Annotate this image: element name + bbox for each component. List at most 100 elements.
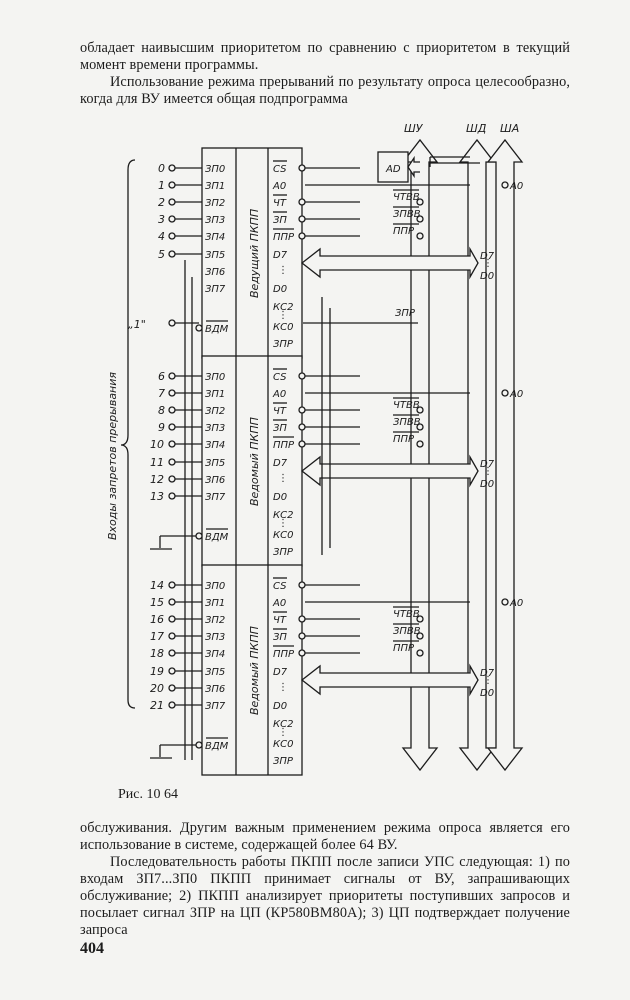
bus-label-address: ША [500, 122, 519, 135]
paragraph-bottom: обслуживания. Другим важным применением … [80, 820, 570, 939]
pin-bubble [416, 423, 424, 431]
dots: ⋮ [483, 675, 493, 686]
left-pin-ЗП6: ЗП6 [205, 684, 225, 695]
input-number: 14 [150, 579, 164, 592]
right-pin-ЗП: ЗП [273, 423, 287, 434]
chip-title: Ведомый ПКПП [248, 626, 261, 715]
input-terminal [168, 667, 176, 675]
right-pin-A0: A0 [272, 181, 286, 192]
pin-bubble [298, 581, 306, 589]
left-pin-ЗП4: ЗП4 [205, 232, 225, 243]
right-pin-ЗПР: ЗПР [273, 756, 294, 767]
text-line: обслуживания. Другим важным применением … [80, 820, 570, 853]
bus-signal-label: ЧТВВ [393, 400, 420, 411]
junction [501, 598, 509, 606]
left-pin-ЗП6: ЗП6 [205, 475, 225, 486]
bus-signal-label: ЧТВВ [393, 192, 420, 203]
right-pin-КС0: КС0 [273, 530, 293, 541]
bus-d7: D7 [480, 668, 495, 679]
input-terminal [168, 372, 176, 380]
input-terminal [168, 198, 176, 206]
right-pin-ЗП: ЗП [273, 215, 287, 226]
input-terminal [168, 389, 176, 397]
pin-bubble [416, 649, 424, 657]
right-pin-CS: CS [273, 164, 287, 175]
right-pin-КС2: КС2 [273, 510, 293, 521]
chip-2 [201, 564, 303, 776]
dots: ⋮ [483, 466, 493, 477]
left-pin-ЗП6: ЗП6 [205, 267, 225, 278]
bus-signal-label: ЗПВВ [393, 417, 421, 428]
bus-data [458, 138, 496, 772]
pin-bubble [298, 615, 306, 623]
data-bus-arrow [300, 246, 479, 280]
input-number: 20 [150, 682, 164, 695]
input-number: 7 [158, 387, 165, 400]
input-number: 17 [150, 630, 164, 643]
input-number: 19 [150, 665, 164, 678]
pin-bubble [298, 198, 306, 206]
side-label: Входы запретов прерывания [106, 372, 119, 540]
pin-bubble [298, 232, 306, 240]
address-decoder-label: AD [385, 164, 401, 175]
right-pin-A0: A0 [272, 598, 286, 609]
right-pin-D7: D7 [273, 667, 288, 678]
pin-bubble [416, 615, 424, 623]
right-pin-ППР: ППР [273, 440, 295, 451]
left-pin-ЗП1: ЗП1 [205, 389, 225, 400]
pin-bubble [195, 532, 203, 540]
input-terminal [168, 684, 176, 692]
bus-d7: D7 [480, 459, 495, 470]
bus-d0: D0 [480, 688, 494, 699]
right-pin-КС2: КС2 [273, 719, 293, 730]
input-terminal [168, 458, 176, 466]
input-number: 21 [150, 699, 164, 712]
pin-bubble [298, 215, 306, 223]
logic-one-label: „1" [128, 318, 146, 331]
pin-bubble [416, 232, 424, 240]
text-line: Последовательность работы ПКПП после зап… [80, 854, 570, 938]
pin-bubble [298, 164, 306, 172]
right-pin-D0: D0 [273, 284, 287, 295]
bus-label-data: ШД [466, 122, 487, 135]
bus-signal-label: ЧТВВ [393, 609, 420, 620]
right-pin-D7: D7 [273, 458, 288, 469]
left-pin-ЗП2: ЗП2 [205, 615, 225, 626]
input-terminal [168, 632, 176, 640]
input-number: 10 [150, 438, 164, 451]
input-number: 8 [158, 404, 165, 417]
bus-signal-label: ППР [393, 434, 415, 445]
pin-bubble [416, 215, 424, 223]
left-pin-ВДМ: ВДМ [205, 324, 229, 335]
right-pin-ЗПР: ЗПР [273, 547, 294, 558]
input-terminal [168, 250, 176, 258]
chip-0 [201, 147, 303, 359]
input-terminal [168, 319, 176, 327]
right-pin-ЧТ: ЧТ [273, 198, 287, 209]
input-number: 9 [158, 421, 165, 434]
bus-a0: A0 [509, 389, 523, 400]
right-pin-ЗП: ЗП [273, 632, 287, 643]
input-number: 6 [158, 370, 165, 383]
left-pin-ЗП4: ЗП4 [205, 649, 225, 660]
left-pin-ВДМ: ВДМ [205, 532, 229, 543]
input-number: 1 [158, 179, 165, 192]
pin-bubble [298, 632, 306, 640]
dots: ⋮ [278, 310, 288, 321]
input-number: 13 [150, 490, 164, 503]
pin-bubble [195, 324, 203, 332]
left-pin-ЗП5: ЗП5 [205, 250, 225, 261]
right-pin-A0: A0 [272, 389, 286, 400]
bus-signal-label: ЗПВВ [393, 626, 421, 637]
pin-bubble [195, 741, 203, 749]
bus-address [486, 138, 524, 772]
left-pin-ЗП3: ЗП3 [205, 215, 225, 226]
right-pin-ППР: ППР [273, 232, 295, 243]
brace [120, 159, 136, 709]
left-pin-ЗП3: ЗП3 [205, 632, 225, 643]
bus-signal-label: ЗПВВ [393, 209, 421, 220]
text-line: Использование режима прерываний по резул… [80, 74, 570, 107]
input-terminal [168, 701, 176, 709]
dots: ⋮ [278, 473, 288, 484]
right-pin-КС2: КС2 [273, 302, 293, 313]
